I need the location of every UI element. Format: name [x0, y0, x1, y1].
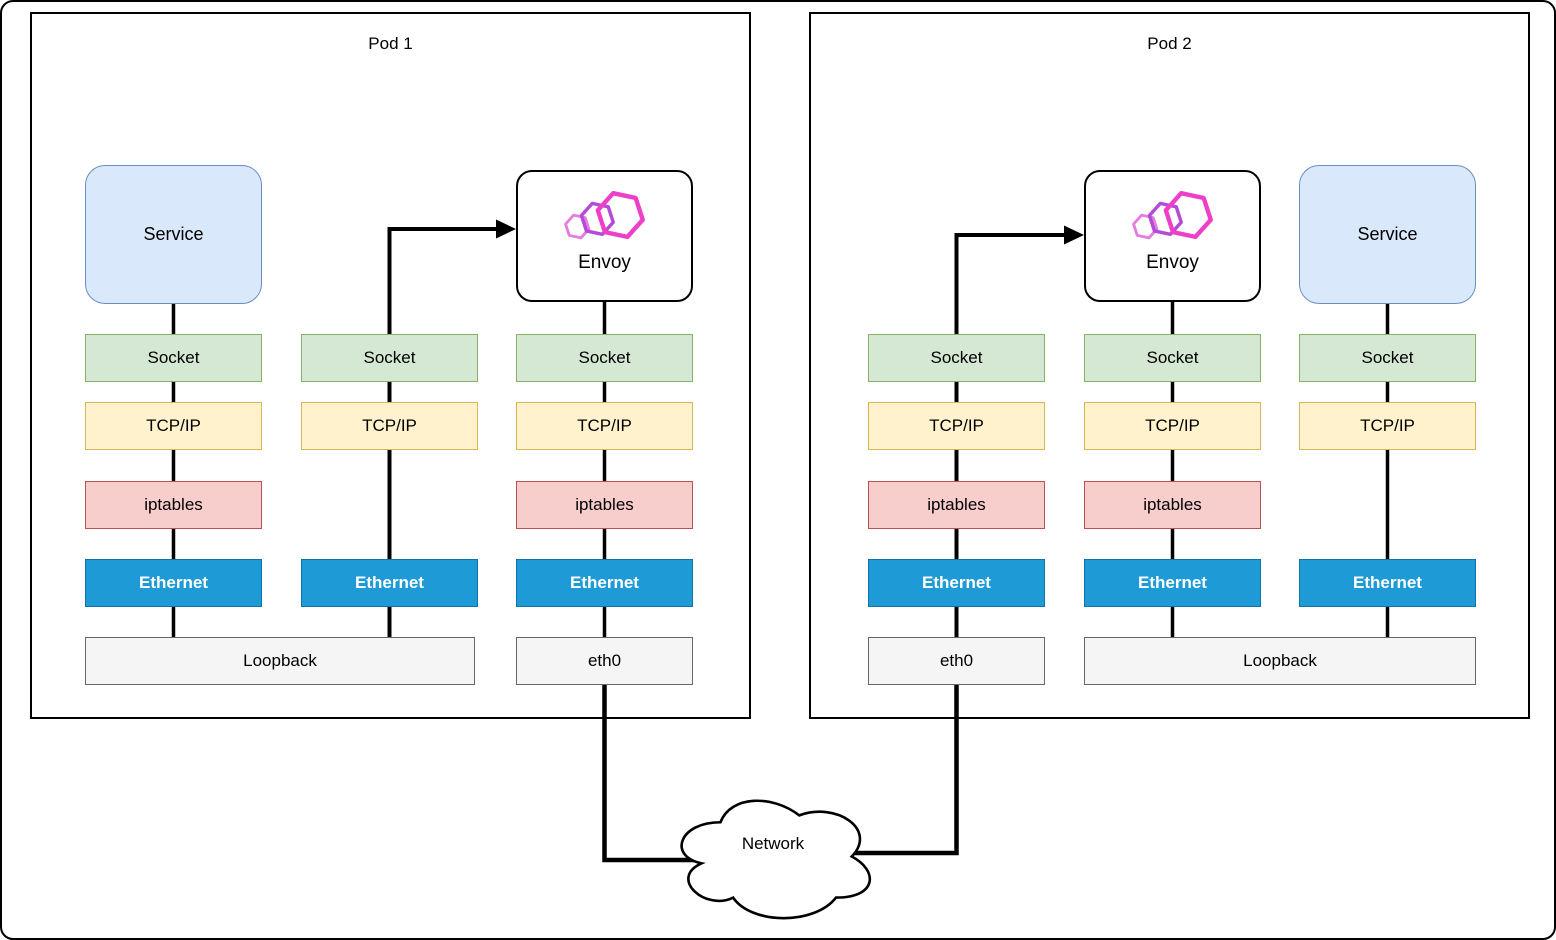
pod1-envoy-label: Envoy [578, 252, 631, 273]
network-cloud-shape [680, 799, 871, 920]
pod2-col1-tcpip-box: TCP/IP [868, 402, 1045, 450]
pod1-col3-ethernet-box: Ethernet [516, 559, 693, 607]
pod1-col1-tcpip-box: TCP/IP [85, 402, 262, 450]
envoy-logo-icon [563, 191, 645, 240]
pod1-eth0-box: eth0 [516, 637, 693, 685]
pod2-col1-ethernet-box: Ethernet [868, 559, 1045, 607]
pod2-col3-ethernet-box: Ethernet [1299, 559, 1476, 607]
pod1-service-box: Service [85, 165, 262, 304]
pod2-col2-ethernet-box: Ethernet [1084, 559, 1261, 607]
pod2-col3-tcpip-box: TCP/IP [1299, 402, 1476, 450]
pod1-col2-ethernet-box: Ethernet [301, 559, 478, 607]
envoy-logo-icon [1131, 191, 1213, 240]
pod2-col3-socket-box: Socket [1299, 334, 1476, 382]
pod1-col2-socket-box: Socket [301, 334, 478, 382]
pod1-envoy-box: Envoy [516, 170, 693, 302]
pod2-col2-tcpip-box: TCP/IP [1084, 402, 1261, 450]
network-label: Network [741, 834, 805, 853]
pod1-col1-ethernet-box: Ethernet [85, 559, 262, 607]
pod2-loopback-box: Loopback [1084, 637, 1476, 685]
pod1-col3-iptables-box: iptables [516, 481, 693, 529]
pod2-envoy-box: Envoy [1084, 170, 1261, 302]
pod2-envoy-label: Envoy [1146, 252, 1199, 273]
pod2-col2-iptables-box: iptables [1084, 481, 1261, 529]
pod2-col1-iptables-box: iptables [868, 481, 1045, 529]
pod1-title: Pod 1 [368, 34, 413, 53]
pod1-container [30, 12, 751, 719]
pod1-loopback-box: Loopback [85, 637, 475, 685]
pod1-col3-socket-box: Socket [516, 334, 693, 382]
pod1-col1-socket-box: Socket [85, 334, 262, 382]
pod1-col1-iptables-box: iptables [85, 481, 262, 529]
pod2-title: Pod 2 [1147, 34, 1192, 53]
pod2-container [809, 12, 1530, 719]
pod2-col2-socket-box: Socket [1084, 334, 1261, 382]
pod1-col2-tcpip-box: TCP/IP [301, 402, 478, 450]
pod2-service-box: Service [1299, 165, 1476, 304]
pod2-col1-socket-box: Socket [868, 334, 1045, 382]
pod1-col3-tcpip-box: TCP/IP [516, 402, 693, 450]
pod2-eth0-box: eth0 [868, 637, 1045, 685]
